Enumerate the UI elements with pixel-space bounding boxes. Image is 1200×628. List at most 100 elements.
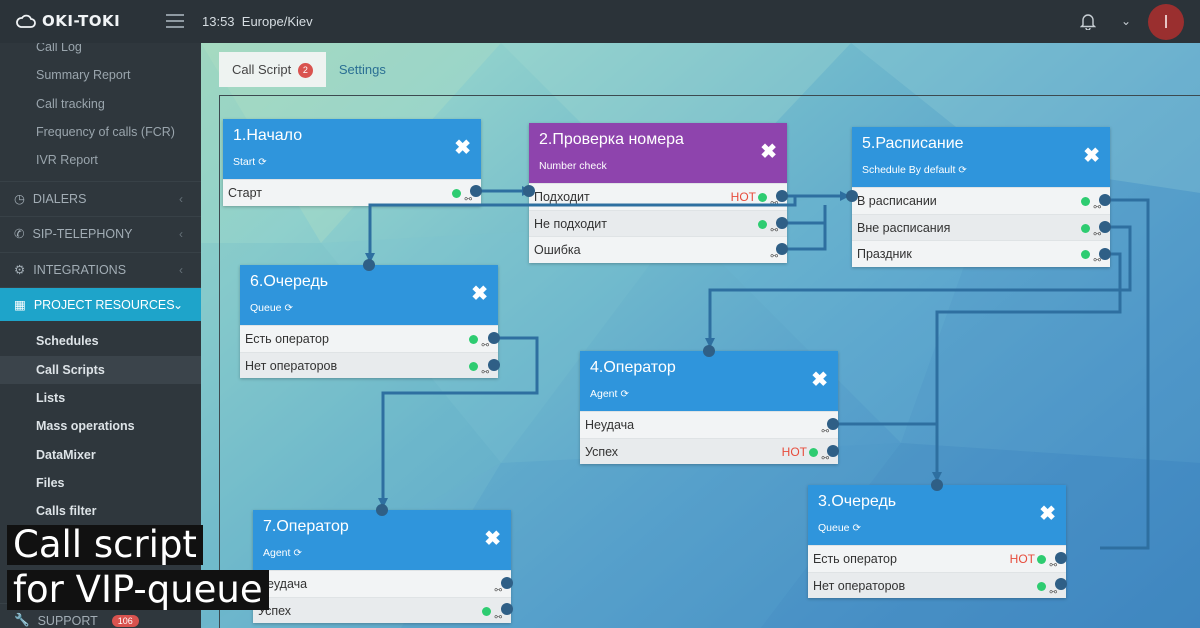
gears-icon: ⚙ [14, 263, 26, 277]
close-icon[interactable]: ✖ [760, 141, 777, 163]
link-icon: ⚯ [464, 194, 472, 204]
node-output-row[interactable]: Праздник⚯ [852, 240, 1110, 267]
link-icon: ⚯ [821, 452, 829, 463]
node-output-row[interactable]: Не подходит⚯ [529, 209, 787, 236]
link-icon: ⚯ [1049, 586, 1057, 597]
node-output-row[interactable]: Неудача⚯ [253, 570, 511, 597]
node-output-row[interactable]: Неудача⚯ [580, 411, 838, 438]
sidebar-item-files[interactable]: Files [36, 476, 65, 490]
wrench-icon: 🔧 [14, 613, 30, 627]
output-label: Успех [585, 444, 619, 459]
node-output-row[interactable]: В расписании⚯ [852, 187, 1110, 214]
script-node-agent-4[interactable]: 4.Оператор Agent⟳ ✖ Неудача⚯ Успех HOT ⚯ [580, 351, 838, 464]
chevron-left-icon: ‹ [179, 226, 183, 241]
close-icon[interactable]: ✖ [811, 369, 828, 391]
sidebar-item-call-scripts[interactable]: Call Scripts [0, 356, 201, 384]
sidebar-item-mass-operations[interactable]: Mass operations [36, 419, 135, 433]
sync-icon: ⟳ [620, 389, 629, 400]
sidebar-item-datamixer[interactable]: DataMixer [36, 448, 96, 462]
sidebar-item-call-log[interactable]: Call Log [36, 43, 82, 54]
node-title: 4.Оператор [590, 359, 676, 376]
node-output-row[interactable]: Нет операторов ⚯ [808, 571, 1066, 598]
status-dot [1081, 223, 1090, 233]
node-output-row[interactable]: Старт⚯ [223, 179, 481, 206]
script-node-agent-7[interactable]: 7.Оператор Agent⟳ ✖ Неудача⚯ Успех⚯ [253, 510, 511, 623]
node-subtitle: Queue⟳ [818, 522, 1056, 534]
chevron-down-icon[interactable]: ⌄ [1121, 14, 1132, 28]
script-canvas[interactable] [219, 95, 1200, 628]
node-header[interactable]: 6.Очередь Queue⟳ ✖ [240, 265, 498, 325]
node-header[interactable]: 2.Проверка номера Number check ✖ [529, 123, 787, 183]
sidebar-group-label: DIALERS [32, 191, 87, 206]
bell-icon[interactable] [1079, 13, 1097, 35]
link-icon: ⚯ [1093, 202, 1101, 212]
node-header[interactable]: 4.Оператор Agent⟳ ✖ [580, 351, 838, 411]
node-type: Schedule By default [862, 164, 956, 176]
close-icon[interactable]: ✖ [1039, 503, 1056, 525]
node-header[interactable]: 1.Начало Start⟳ ✖ [223, 119, 481, 179]
output-label: Нет операторов [813, 578, 906, 593]
menu-toggle-icon[interactable] [166, 14, 184, 28]
close-icon[interactable]: ✖ [471, 283, 488, 305]
sidebar-group-integrations[interactable]: ⚙ INTEGRATIONS ‹ [0, 252, 201, 286]
node-subtitle: Start⟳ [233, 156, 471, 168]
hot-label: HOT [781, 444, 807, 459]
node-title: 3.Очередь [818, 493, 897, 510]
sidebar-item-call-tracking[interactable]: Call tracking [36, 97, 105, 111]
sidebar-item-calls-filter[interactable]: Calls filter [36, 504, 97, 518]
script-node-number-check[interactable]: 2.Проверка номера Number check ✖ Подходи… [529, 123, 787, 263]
status-dot [469, 335, 478, 344]
sidebar-group-sip-telephony[interactable]: ✆ SIP-TELEPHONY ‹ [0, 216, 201, 250]
node-output-row[interactable]: Успех HOT ⚯ [580, 437, 838, 464]
sidebar-item-schedules[interactable]: Schedules [36, 334, 99, 348]
node-subtitle: Queue⟳ [250, 302, 488, 314]
status-dot [1081, 250, 1090, 259]
close-icon[interactable]: ✖ [1083, 145, 1100, 167]
output-label: Неудача [258, 577, 308, 591]
timezone-value: Europe/Kiev [241, 14, 313, 29]
avatar[interactable]: I [1148, 4, 1184, 40]
status-dot [482, 606, 491, 616]
close-icon[interactable]: ✖ [454, 137, 471, 159]
chevron-left-icon: ‹ [179, 262, 183, 277]
close-icon[interactable]: ✖ [484, 528, 501, 550]
node-output-row[interactable]: Вне расписания⚯ [852, 213, 1110, 240]
node-type: Queue [250, 302, 282, 314]
sidebar-group-project-resources[interactable]: ▦ PROJECT RESOURCES ⌄ [0, 287, 201, 321]
sidebar-item-ivr-report[interactable]: IVR Report [36, 153, 98, 167]
status-dot [469, 361, 478, 371]
node-output-row[interactable]: Есть оператор⚯ [240, 325, 498, 352]
tab-settings[interactable]: Settings [338, 62, 386, 77]
node-output-row[interactable]: Успех⚯ [253, 596, 511, 623]
node-subtitle: Agent⟳ [590, 388, 828, 400]
output-label: Ошибка [534, 243, 581, 257]
node-header[interactable]: 3.Очередь Queue⟳ ✖ [808, 485, 1066, 545]
script-node-start[interactable]: 1.Начало Start⟳ ✖ Старт⚯ [223, 119, 481, 206]
output-label: Вне расписания [857, 220, 951, 235]
tab-call-script[interactable]: Call Script 2 [219, 52, 326, 87]
sidebar-group-dialers[interactable]: ◷ DIALERS ‹ [0, 181, 201, 215]
caption-line-1: Call script [7, 525, 203, 565]
tab-count-badge: 2 [297, 63, 313, 78]
chevron-down-icon: ⌄ [172, 297, 183, 312]
sync-icon: ⟳ [284, 303, 293, 314]
grid-icon: ▦ [14, 298, 26, 312]
node-output-row[interactable]: Ошибка⚯ [529, 236, 787, 263]
node-header[interactable]: 7.Оператор Agent⟳ ✖ [253, 510, 511, 570]
sidebar-item-fcr[interactable]: Frequency of calls (FCR) [36, 125, 175, 139]
node-type: Agent [590, 388, 618, 400]
sync-icon: ⟳ [852, 523, 861, 534]
script-node-queue-6[interactable]: 6.Очередь Queue⟳ ✖ Есть оператор⚯ Нет оп… [240, 265, 498, 378]
node-header[interactable]: 5.Расписание Schedule By default⟳ ✖ [852, 127, 1110, 187]
node-output-row[interactable]: Нет операторов⚯ [240, 351, 498, 378]
support-badge: 106 [111, 614, 139, 627]
sidebar-item-summary-report[interactable]: Summary Report [36, 68, 131, 82]
node-subtitle: Number check [539, 160, 777, 172]
logo[interactable]: OKI-TOKI [16, 12, 120, 30]
script-node-schedule[interactable]: 5.Расписание Schedule By default⟳ ✖ В ра… [852, 127, 1110, 267]
output-label: Неудача [585, 418, 635, 432]
sidebar-item-lists[interactable]: Lists [36, 391, 66, 405]
